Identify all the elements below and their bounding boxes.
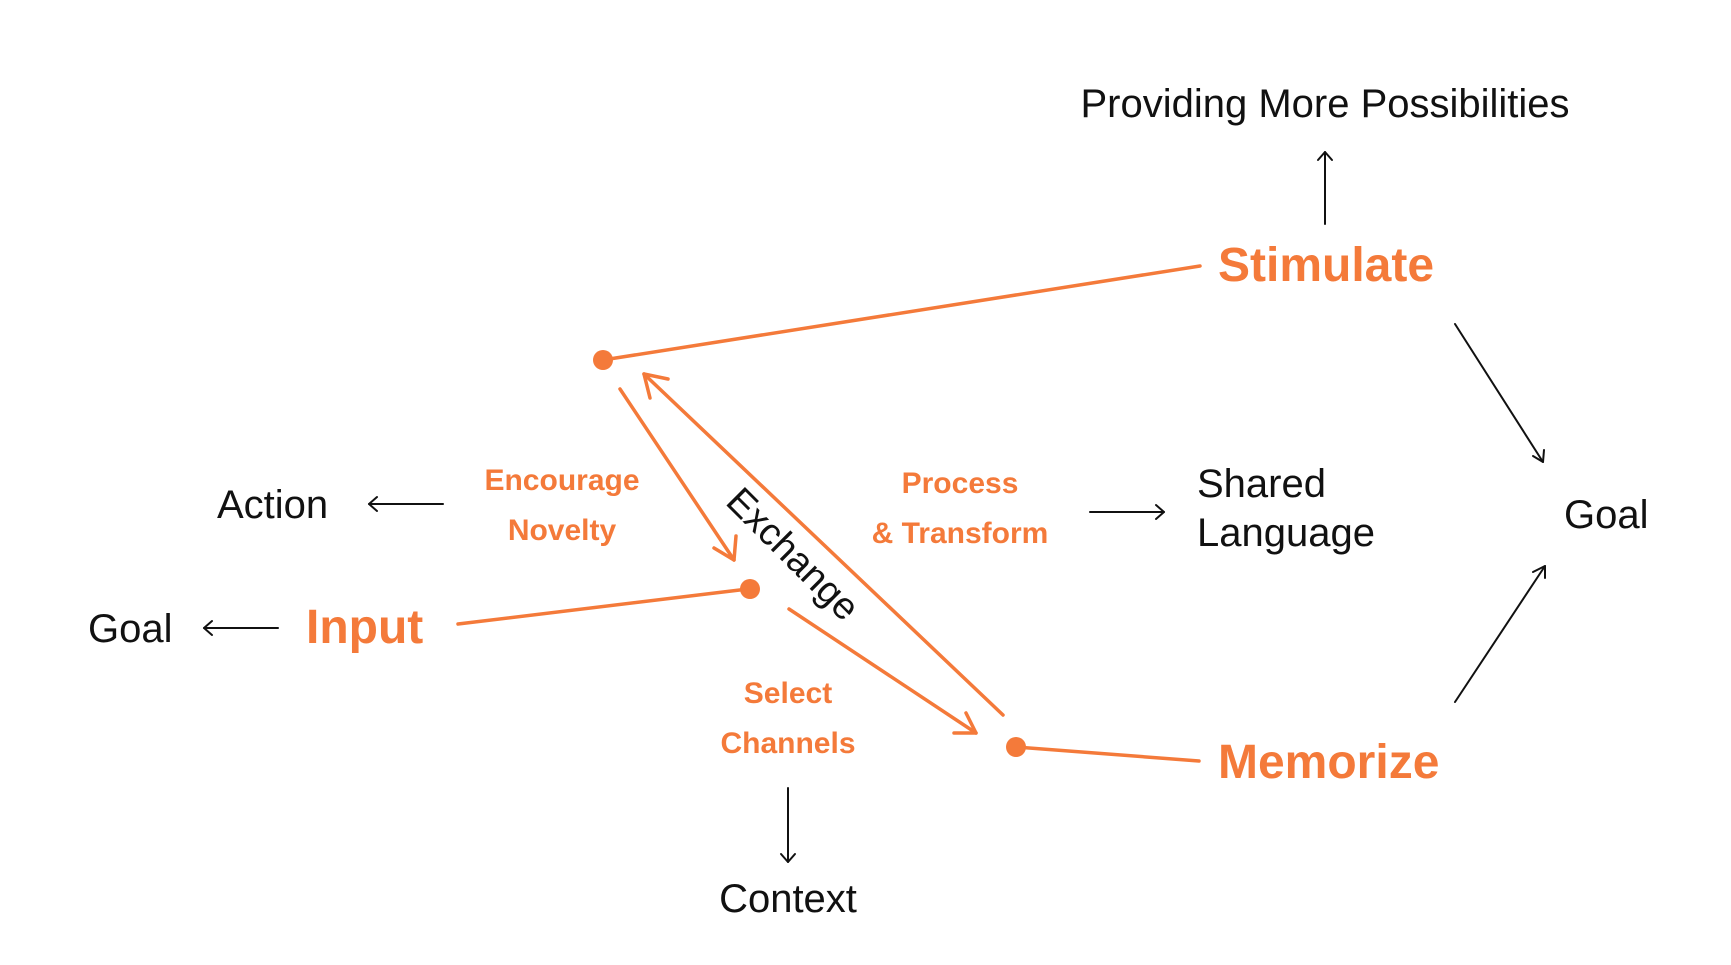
stimulate-label: Stimulate <box>1218 239 1434 292</box>
memorize-connector-line <box>1014 745 1201 763</box>
shared-arrow-head <box>1155 504 1165 520</box>
context-label: Context <box>719 877 857 921</box>
select-channels-line1: Select <box>744 677 832 710</box>
stimulate-goal-arrow-line <box>1454 323 1544 463</box>
action-label: Action <box>217 483 328 527</box>
memorize-goal-arrow-line <box>1454 565 1546 703</box>
memorize-hub-dot <box>1006 737 1026 757</box>
select-arrow-head <box>952 711 978 735</box>
input-hub-dot <box>740 579 760 599</box>
exchange-label: Exchange <box>718 480 867 629</box>
input-connector-line <box>456 587 750 626</box>
goal-left-label: Goal <box>88 607 173 651</box>
goal-right-label: Goal <box>1564 493 1649 537</box>
action-arrow-head <box>368 496 378 512</box>
input-label: Input <box>306 601 423 654</box>
providing-more-possibilities-label: Providing More Possibilities <box>1080 82 1569 126</box>
memorize-goal-arrow-head <box>1532 565 1546 579</box>
process-transform-line2: & Transform <box>872 517 1049 550</box>
shared-language-line1: Shared <box>1197 462 1326 506</box>
context-arrow-head <box>780 853 796 863</box>
encourage-novelty-line1: Encourage <box>484 464 639 497</box>
process-transform-line1: Process <box>902 467 1019 500</box>
encourage-arrow-head <box>712 534 738 562</box>
encourage-novelty-line2: Novelty <box>508 514 617 547</box>
stimulate-connector-line <box>601 264 1202 362</box>
exchange-arrow-head <box>642 372 670 400</box>
input-goal-arrow-head <box>203 620 213 636</box>
select-channels-line2: Channels <box>720 727 855 760</box>
select-arrow-line <box>787 607 978 735</box>
memorize-label: Memorize <box>1218 736 1439 789</box>
encourage-arrow-line <box>618 387 736 562</box>
stimulate-hub-dot <box>593 350 613 370</box>
providing-arrow-head <box>1317 151 1333 161</box>
stimulate-goal-arrow-head <box>1532 449 1545 463</box>
exchange-arrow-line <box>642 372 1005 717</box>
shared-language-line2: Language <box>1197 511 1375 555</box>
